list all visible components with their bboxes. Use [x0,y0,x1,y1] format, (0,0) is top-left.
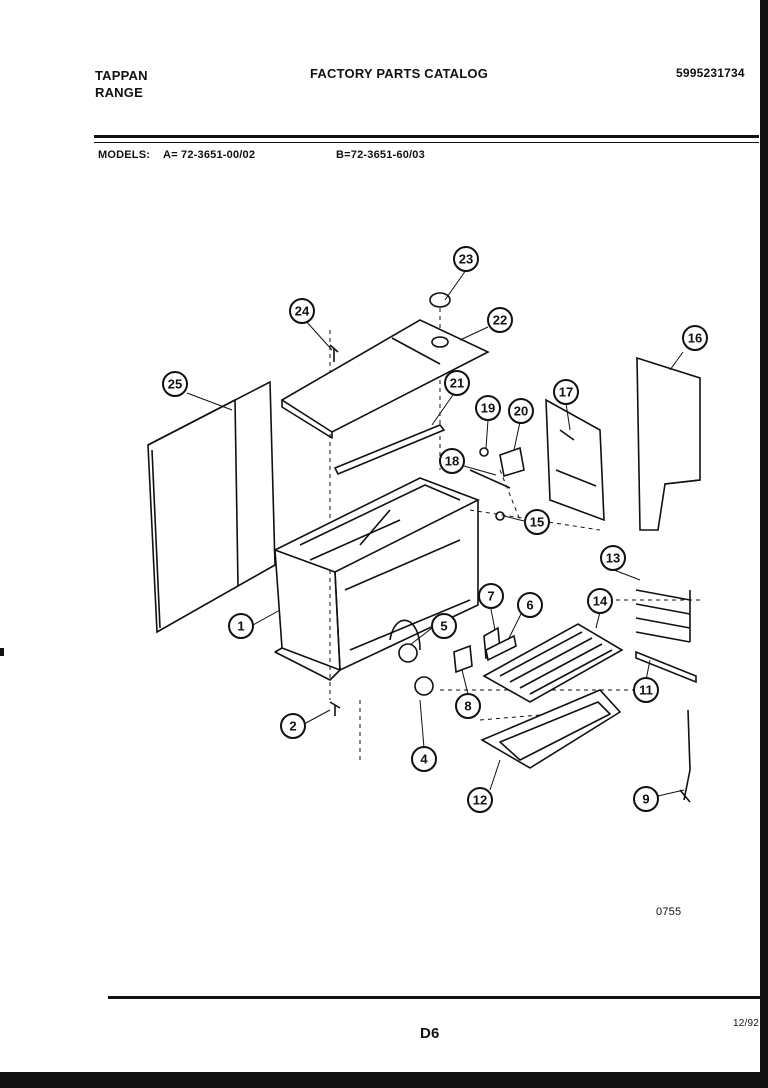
callout-7-label: 7 [487,589,494,604]
callout-2: 2 [280,713,306,739]
part-top-panel [280,319,490,439]
callout-5-label: 5 [440,619,447,634]
callout-21: 21 [444,370,470,396]
callout-8: 8 [455,693,481,719]
brand: TAPPAN RANGE [95,67,148,101]
scan-mark-left [0,648,4,656]
brand-line1: TAPPAN [95,68,148,83]
part-back-panel [636,356,701,531]
part-screw [329,701,341,716]
callout-18: 18 [439,448,465,474]
callout-25: 25 [162,371,188,397]
callout-19: 19 [475,395,501,421]
callout-9: 9 [633,786,659,812]
callout-15: 15 [524,509,550,535]
part-heating-element [635,589,691,643]
callout-13: 13 [600,545,626,571]
callout-16: 16 [682,325,708,351]
callout-19-label: 19 [481,401,495,416]
callout-5: 5 [431,613,457,639]
part-oven-rack [482,623,624,703]
part-broiler-pan [480,689,622,769]
part-rail [635,650,697,684]
callout-22: 22 [487,307,513,333]
callout-23-label: 23 [459,252,473,267]
part-brackets [453,626,517,674]
footer-rule [108,996,762,999]
part-trim-strip [333,424,446,476]
header-rule-thin [94,142,759,143]
callout-11-label: 11 [639,683,653,698]
catalog-title: FACTORY PARTS CATALOG [310,66,489,81]
catalog-part-number: 5995231734 [676,66,745,80]
callout-21-label: 21 [450,376,464,391]
callout-13-label: 13 [606,551,620,566]
callout-20-label: 20 [514,404,528,419]
part-side-panel [147,380,276,634]
callout-18-label: 18 [445,454,459,469]
part-side-strip [679,709,691,803]
callout-4: 4 [411,746,437,772]
callout-17-label: 17 [559,385,573,400]
part-small-components [469,446,525,521]
model-a: A= 72-3651-00/02 [163,149,256,161]
part-screw-top [329,344,339,362]
callout-24: 24 [289,298,315,324]
callout-6-label: 6 [526,598,533,613]
callout-11: 11 [633,677,659,703]
callout-leader-lines [186,269,685,797]
part-control-bracket [545,398,605,522]
callout-17: 17 [553,379,579,405]
page-code: D6 [420,1025,440,1042]
callout-22-label: 22 [493,313,507,328]
date-code: 12/92 [733,1018,760,1029]
part-knob [429,292,451,308]
callout-15-label: 15 [530,515,544,530]
callout-1-label: 1 [237,619,244,634]
callout-7: 7 [478,583,504,609]
models-label: MODELS: [98,149,151,161]
callout-14-label: 14 [593,594,608,609]
callout-1: 1 [228,613,254,639]
callout-12-label: 12 [473,793,487,808]
scan-border-right [760,0,768,1088]
scan-border-bottom [0,1072,768,1088]
part-burner-rings [389,619,434,696]
callout-16-label: 16 [688,331,702,346]
part-body-frame [272,477,480,681]
callout-6: 6 [517,592,543,618]
callout-24-label: 24 [295,304,310,319]
callout-14: 14 [587,588,613,614]
callout-25-label: 25 [168,377,182,392]
callout-12: 12 [467,787,493,813]
brand-line2: RANGE [95,85,143,100]
callout-9-label: 9 [642,792,649,807]
callout-20: 20 [508,398,534,424]
diagram-code: 0755 [656,906,682,918]
callout-2-label: 2 [289,719,296,734]
callout-8-label: 8 [464,699,471,714]
callout-4-label: 4 [420,752,428,767]
model-b: B=72-3651-60/03 [336,149,425,161]
header-rule [94,135,759,138]
callout-23: 23 [453,246,479,272]
